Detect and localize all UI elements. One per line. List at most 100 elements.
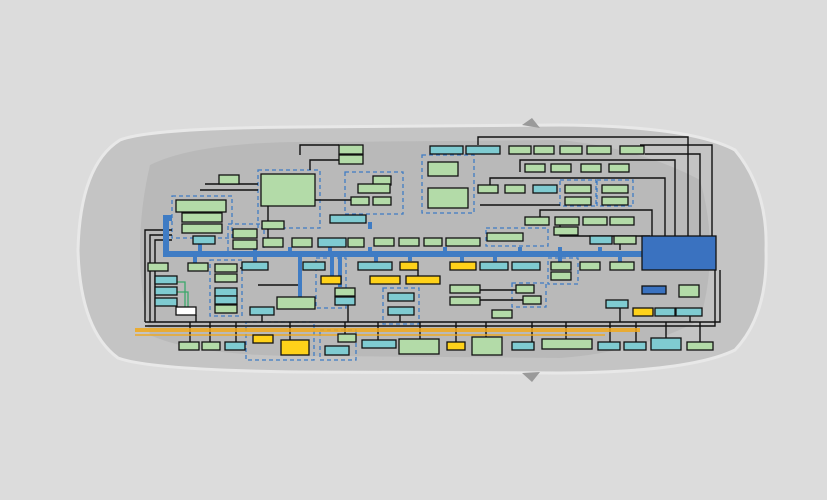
wire — [477, 136, 689, 236]
sensor-box — [597, 341, 621, 351]
ecu-box — [232, 228, 258, 239]
ecu-box — [550, 261, 572, 271]
ecu-box — [564, 196, 592, 206]
sensor-box — [429, 145, 464, 155]
power-module-box — [405, 275, 441, 285]
central-computer-box — [641, 235, 717, 271]
ecu-box — [579, 261, 601, 271]
ecu-box — [586, 145, 612, 155]
backbone-drop — [374, 257, 378, 263]
backbone-drop — [493, 257, 497, 263]
sensor-box — [241, 261, 269, 271]
domain-group-outline — [547, 257, 579, 285]
ecu-box — [338, 154, 364, 165]
ecu-box — [504, 184, 526, 194]
backbone-tap — [443, 247, 447, 254]
ecu-box — [601, 196, 629, 206]
sensor-box — [675, 307, 703, 317]
sensor-box — [465, 145, 501, 155]
ecu-box — [554, 216, 580, 226]
ecu-box — [601, 184, 629, 194]
ecu-box — [508, 145, 532, 155]
ecu-box — [181, 212, 223, 223]
wire — [489, 177, 666, 236]
ecu-box — [261, 220, 285, 230]
sensor-box — [324, 345, 350, 356]
ecu-box — [515, 284, 535, 294]
sensor-box — [479, 261, 509, 271]
ecu-box — [357, 183, 391, 194]
sensor-box — [532, 184, 558, 194]
ecu-box — [550, 163, 572, 173]
domain-group-outline — [344, 171, 404, 215]
ecu-box — [201, 341, 221, 351]
ecu-box — [291, 237, 313, 248]
ecu-box — [471, 336, 503, 356]
backbone-drop — [330, 257, 334, 277]
power-module-box — [369, 275, 401, 285]
ecu-box — [491, 309, 513, 319]
ecu-box — [686, 341, 714, 351]
ecu-box — [350, 196, 370, 206]
domain-group-outline — [559, 179, 597, 207]
domain-group-outline — [485, 227, 549, 247]
ecu-box — [477, 184, 499, 194]
sensor-box — [387, 306, 415, 316]
ecu-box — [550, 271, 572, 281]
sensor-box — [302, 261, 326, 271]
sensor-box — [329, 214, 367, 224]
backbone-tap — [328, 247, 332, 254]
backbone-drop — [338, 257, 342, 287]
ecu-box — [337, 333, 357, 343]
ecu-box — [218, 174, 240, 185]
sensor-box — [361, 339, 397, 349]
power-bus-secondary — [135, 334, 605, 336]
ecu-box — [445, 237, 481, 247]
ecu-box — [187, 262, 209, 272]
ecu-box — [338, 144, 364, 155]
ecu-box — [334, 287, 356, 297]
ecu-box — [524, 163, 546, 173]
power-module-box — [399, 261, 419, 271]
ethernet-backbone — [163, 215, 642, 257]
backbone-tap — [288, 247, 292, 254]
backbone-drop — [298, 257, 302, 297]
ecu-box — [541, 338, 593, 350]
ecu-box — [232, 239, 258, 250]
ecu-box — [608, 163, 630, 173]
sensor-box — [214, 287, 238, 297]
domain-group-outline — [511, 282, 547, 308]
ecu-box — [486, 232, 524, 242]
domain-group-outline — [257, 169, 321, 229]
domain-group-outline — [596, 179, 634, 207]
backbone-drop — [460, 257, 464, 263]
ecu-box — [175, 199, 227, 213]
backbone-drop — [253, 257, 257, 264]
sensor-box — [334, 296, 356, 306]
mirror-bottom — [522, 372, 540, 382]
ecu-box — [522, 295, 542, 305]
backbone-tap — [198, 244, 202, 251]
wire — [299, 144, 339, 155]
sensor-box — [317, 237, 347, 248]
ecu-box — [559, 145, 583, 155]
ecu-box — [613, 235, 637, 245]
sensor-box — [214, 295, 238, 305]
ecu-box — [181, 223, 223, 234]
ecu-box — [427, 187, 469, 209]
power-module-box — [280, 339, 310, 356]
sensor-box — [192, 235, 216, 245]
sensor-box — [154, 297, 178, 307]
sensor-box — [654, 307, 676, 317]
ecu-box — [619, 145, 645, 155]
sensor-box — [623, 341, 647, 351]
ecu-box — [262, 237, 284, 248]
backbone-tap — [368, 247, 372, 254]
backbone-drop — [558, 257, 562, 263]
power-module-box — [320, 275, 342, 285]
ecu-box — [178, 341, 200, 351]
ecu-box — [214, 273, 238, 283]
sensor-box — [224, 341, 246, 351]
